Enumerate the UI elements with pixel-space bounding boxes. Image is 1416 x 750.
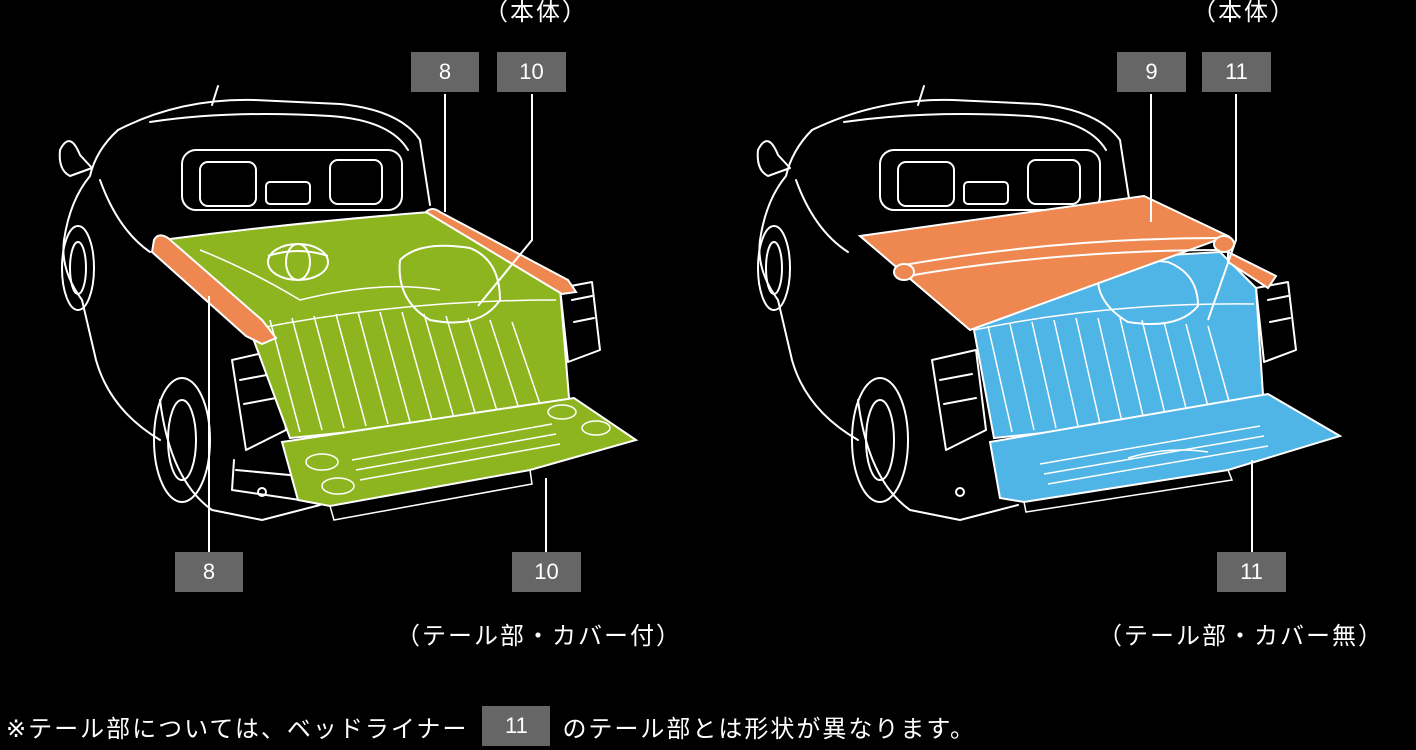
left-badge-top-b: 10 [497, 52, 566, 92]
left-diagram-panel: （本体） 8 10 8 10 （テール部・カバー付） [0, 0, 708, 660]
left-badge-bottom-b: 10 [512, 552, 581, 592]
left-bottom-caption: （テール部・カバー付） [396, 622, 682, 650]
footnote-suffix: のテール部とは形状が異なります。 [562, 714, 977, 743]
left-top-caption: （本体） [484, 0, 588, 26]
right-diagram-panel: （本体） 9 11 11 （テール部・カバー無） [708, 0, 1416, 660]
left-badge-top-a: 8 [411, 52, 479, 92]
bedliner-tailgate-shape [988, 392, 1343, 513]
right-badge-top-a: 9 [1117, 52, 1186, 92]
truck-with-cover-illustration [756, 85, 1343, 552]
right-bottom-caption: （テール部・カバー無） [1098, 622, 1384, 650]
truck-with-bedliner-illustration [58, 85, 639, 552]
right-badge-bottom-b: 11 [1217, 552, 1286, 592]
bedliner-tailgate-shape [280, 396, 639, 521]
bed-rail-covers [150, 208, 578, 346]
bedliner-body-shape [159, 210, 572, 440]
footnote: ※テール部については、ベッドライナー 11 のテール部とは形状が異なります。 [6, 703, 976, 749]
right-top-caption: （本体） [1192, 0, 1296, 26]
footnote-prefix: ※テール部については、ベッドライナー [6, 714, 469, 743]
tonneau-cover [857, 194, 1278, 332]
right-badge-top-b: 11 [1202, 52, 1271, 92]
left-badge-bottom-a: 8 [175, 552, 243, 592]
footnote-badge: 11 [482, 706, 551, 746]
